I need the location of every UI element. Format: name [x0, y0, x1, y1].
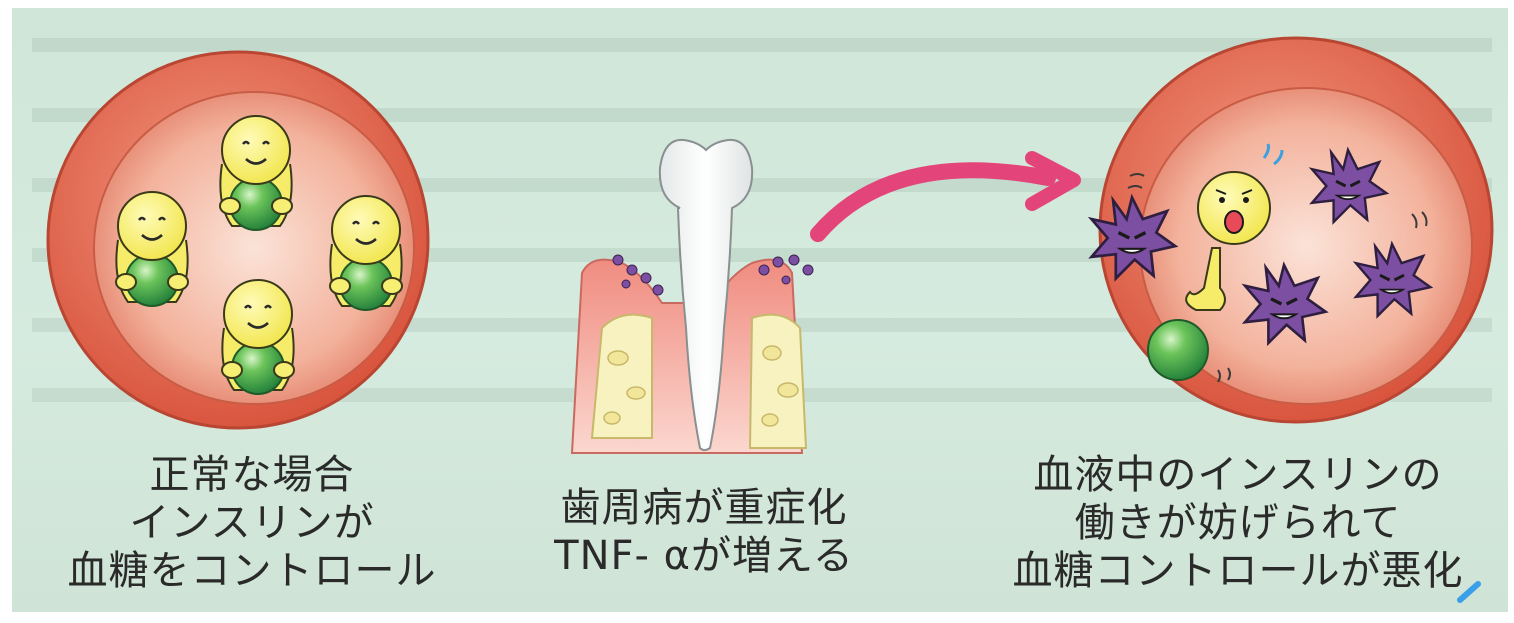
caption-line: インスリンが	[52, 499, 452, 547]
insulin-holding-glucose-top	[220, 116, 292, 230]
insulin-holding-glucose-right	[330, 196, 402, 310]
insulin-holding-glucose-bottom	[222, 280, 294, 394]
worsened-caption: 血液中のインスリンの 働きが妨げられて 血糖コントロールが悪化	[978, 451, 1498, 595]
diagram-stage: 正常な場合 インスリンが 血糖をコントロール 歯周病が重症化 TNF- αが増え…	[12, 8, 1508, 612]
periodontal-caption: 歯周病が重症化 TNF- αが増える	[518, 484, 890, 580]
caption-line: 血糖をコントロール	[52, 547, 452, 595]
normal-blood-vessel	[48, 52, 428, 428]
caption-line: 働きが妨げられて	[978, 499, 1498, 547]
caption-line: 血液中のインスリンの	[978, 451, 1498, 499]
worsened-blood-vessel	[1092, 38, 1493, 422]
insulin-holding-glucose-left	[116, 192, 188, 306]
normal-caption: 正常な場合 インスリンが 血糖をコントロール	[52, 451, 452, 595]
caption-line: 歯周病が重症化	[518, 484, 890, 532]
progression-arrow	[818, 158, 1074, 234]
caption-line: 正常な場合	[52, 451, 452, 499]
caption-line: 血糖コントロールが悪化	[978, 547, 1498, 595]
caption-line: TNF- αが増える	[518, 532, 890, 580]
